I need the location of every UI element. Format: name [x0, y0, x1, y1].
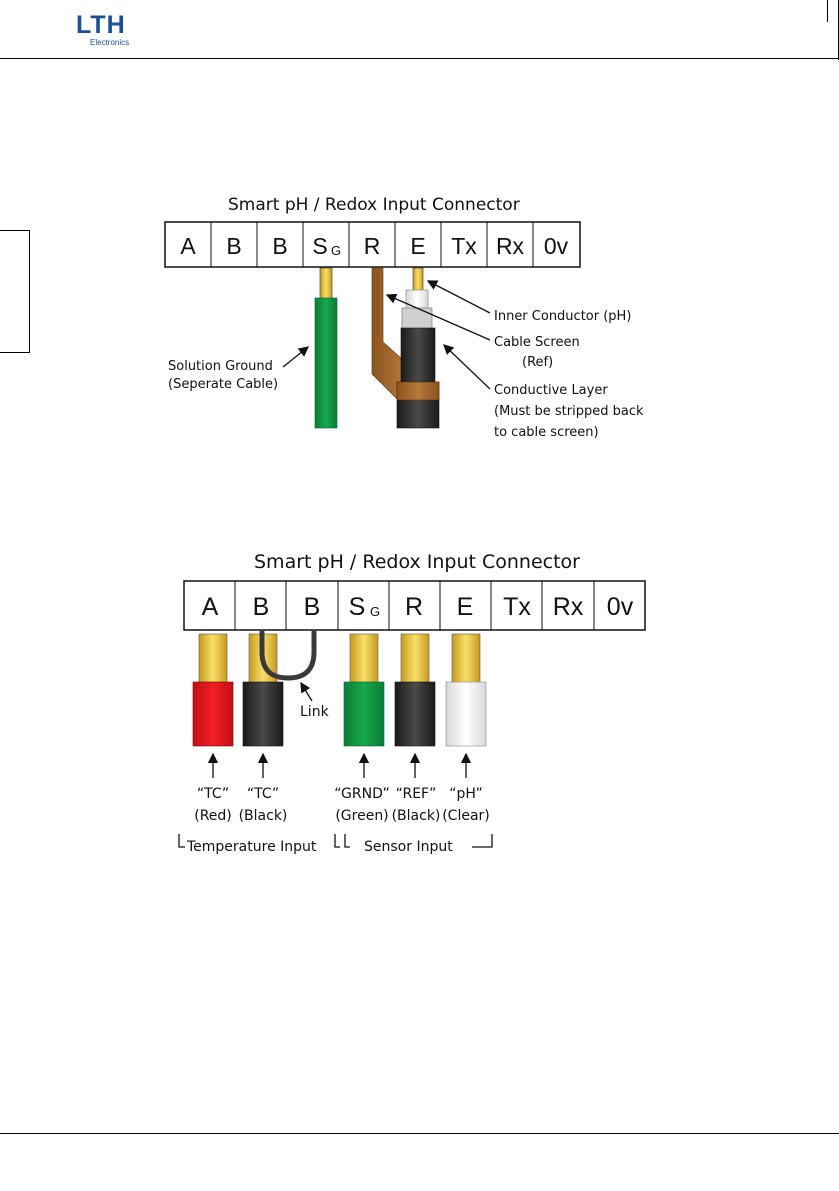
label-ref-color: (Black)	[392, 808, 441, 824]
terminal-0v: 0v	[607, 593, 634, 621]
header-divider	[0, 58, 839, 59]
crop-mark	[827, 0, 828, 22]
terminal-strip-1: A B B S G R E Tx Rx 0v	[164, 221, 581, 268]
wire-ref-black	[394, 633, 436, 747]
callout-arrows-1	[282, 280, 491, 390]
label-cable-screen-ref: (Ref)	[522, 355, 553, 370]
wire-tc-black	[242, 633, 284, 747]
label-tc-red-color: (Red)	[194, 808, 232, 824]
label-grnd-name: “GRND”	[334, 786, 389, 802]
terminal-b2: B	[304, 593, 321, 621]
terminal-e: E	[457, 593, 474, 621]
diagram-2: Smart pH / Redox Input Connector A B B S…	[178, 551, 646, 855]
terminal-b2: B	[272, 233, 287, 259]
label-solution-ground-note: (Seperate Cable)	[168, 377, 278, 392]
label-solution-ground: Solution Ground	[168, 359, 273, 374]
label-grnd-color: (Green)	[335, 808, 388, 824]
terminal-a: A	[180, 233, 196, 259]
label-conductive-note-1: (Must be stripped back	[494, 404, 644, 419]
terminal-rx: Rx	[553, 593, 584, 621]
terminal-r: R	[364, 233, 381, 259]
label-tc-black-name: “TC”	[247, 786, 279, 802]
terminal-rx: Rx	[496, 233, 525, 259]
wire-grnd-green	[343, 633, 385, 747]
wire-arrows	[207, 752, 472, 778]
wire-tc-red	[192, 633, 234, 747]
terminal-sg-subscript: G	[370, 604, 380, 619]
diagram-1-title: Smart pH / Redox Input Connector	[228, 195, 520, 215]
link-arrow	[300, 681, 313, 702]
terminal-sg: S	[312, 233, 327, 259]
logo-subtext: Electronics	[90, 38, 130, 47]
label-link: Link	[300, 704, 330, 720]
lth-logo: LTH Electronics	[76, 13, 129, 48]
terminal-r: R	[405, 593, 423, 621]
terminal-tx: Tx	[503, 593, 531, 621]
label-conductive-layer: Conductive Layer	[494, 383, 608, 398]
label-temperature-input: Temperature Input	[186, 839, 317, 855]
label-ref-name: “REF”	[396, 786, 437, 802]
footer-divider	[0, 1133, 839, 1134]
terminal-b1: B	[253, 593, 270, 621]
wire-ph-clear	[445, 633, 487, 747]
terminal-tx: Tx	[451, 233, 477, 259]
solution-ground-wire	[314, 267, 338, 429]
terminal-sg: S	[349, 593, 366, 621]
label-tc-black-color: (Black)	[239, 808, 288, 824]
diagram-1: Smart pH / Redox Input Connector A B B S…	[164, 195, 644, 440]
terminal-b1: B	[226, 233, 241, 259]
diagram-2-title: Smart pH / Redox Input Connector	[254, 551, 580, 573]
terminal-e: E	[410, 233, 425, 259]
logo-text: LTH	[76, 11, 126, 39]
label-sensor-input: Sensor Input	[364, 839, 453, 855]
label-ph-color: (Clear)	[442, 808, 490, 824]
label-ph-name: “pH”	[449, 786, 483, 802]
label-cable-screen: Cable Screen	[494, 335, 580, 350]
link-wire	[259, 629, 317, 681]
side-tab	[0, 230, 30, 353]
group-brackets	[178, 834, 493, 848]
label-tc-red-name: “TC”	[197, 786, 229, 802]
label-conductive-note-2: to cable screen)	[494, 425, 599, 440]
terminal-0v: 0v	[544, 233, 569, 259]
terminal-sg-subscript: G	[331, 243, 341, 258]
label-inner-conductor: Inner Conductor (pH)	[494, 309, 631, 324]
terminal-a: A	[202, 593, 219, 621]
coax-cable	[371, 267, 440, 429]
terminal-strip-2: A B B S G R E Tx Rx 0v	[183, 580, 646, 631]
